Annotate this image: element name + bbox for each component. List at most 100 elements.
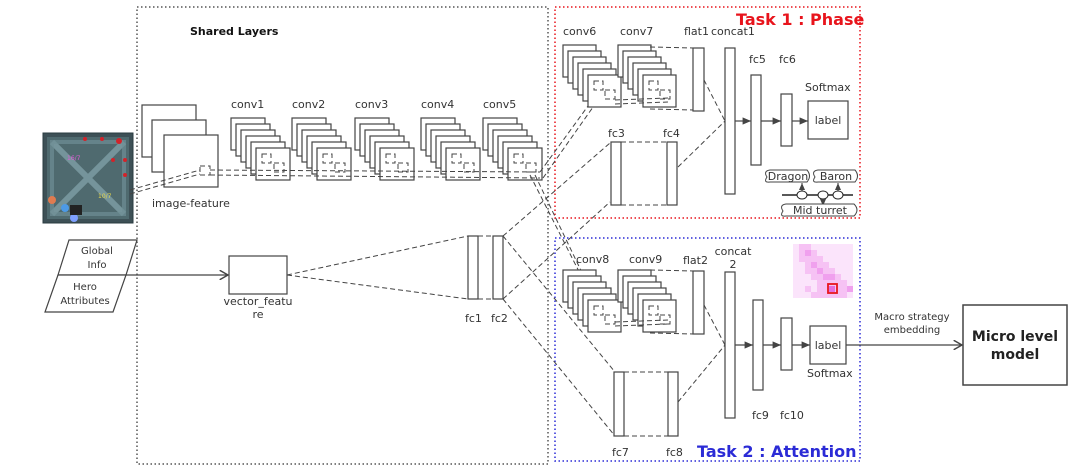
heatmap-cell <box>793 286 799 292</box>
fc4-label: fc4 <box>663 127 680 140</box>
task1-title: Task 1 : Phase <box>736 10 864 29</box>
conv9-label: conv9 <box>629 253 662 266</box>
conv4-label: conv4 <box>421 98 454 111</box>
conv7-label: conv7 <box>620 25 653 38</box>
heatmap-cell <box>817 274 823 280</box>
svg-text:10/7: 10/7 <box>98 193 112 200</box>
fc10-label: fc10 <box>780 409 804 422</box>
heatmap-cell <box>811 244 817 250</box>
fc8-layer <box>667 371 679 437</box>
heatmap-cell <box>805 280 811 286</box>
heatmap-cell <box>817 268 823 274</box>
concat2-label-line2: 2 <box>730 258 737 271</box>
heatmap-cell <box>805 256 811 262</box>
mid-turret-label: Mid turret <box>793 204 848 217</box>
heatmap-cell <box>811 274 817 280</box>
heatmap-cell <box>799 250 805 256</box>
heatmap-cell <box>793 250 799 256</box>
heatmap-cell <box>829 280 835 286</box>
heatmap-cell <box>841 274 847 280</box>
conv7-stack <box>617 44 677 108</box>
task1-label-box <box>807 100 849 140</box>
conv1-stack <box>230 117 291 181</box>
fc6-layer <box>780 93 793 147</box>
heatmap-cell <box>835 280 841 286</box>
svg-text:16/7: 16/7 <box>67 155 81 162</box>
heatmap-cell <box>805 262 811 268</box>
heatmap-cell <box>799 268 805 274</box>
heatmap-cell <box>799 256 805 262</box>
heatmap-cell <box>817 250 823 256</box>
fc2-layer <box>492 235 504 300</box>
heatmap-cell <box>835 268 841 274</box>
heatmap-cell <box>817 244 823 250</box>
heatmap-cell <box>847 292 853 298</box>
heatmap-cell <box>847 256 853 262</box>
heatmap-cell <box>811 286 817 292</box>
heatmap-cell <box>847 274 853 280</box>
hero-attributes-input: Hero Attributes <box>44 274 127 313</box>
concat2-label-line1: concat <box>715 245 753 258</box>
heatmap-cell <box>823 244 829 250</box>
heatmap-cell <box>829 274 835 280</box>
heatmap-cell <box>835 292 841 298</box>
heatmap-cell <box>829 268 835 274</box>
heatmap-cell <box>841 250 847 256</box>
conv3-label: conv3 <box>355 98 388 111</box>
heatmap-cell <box>847 280 853 286</box>
conv6-stack <box>562 44 622 108</box>
heatmap-cell <box>847 250 853 256</box>
heatmap-cell <box>805 274 811 280</box>
fc7-layer <box>613 371 625 437</box>
heatmap-cell <box>829 286 835 292</box>
heatmap-cell <box>841 286 847 292</box>
heatmap-cell <box>805 292 811 298</box>
heatmap-cell <box>817 286 823 292</box>
heatmap-cell <box>805 286 811 292</box>
conv1-label: conv1 <box>231 98 264 111</box>
heatmap-cell <box>841 292 847 298</box>
image-feature-stack <box>141 104 219 188</box>
phase-events-diagram <box>765 169 858 217</box>
shared-layers-region <box>136 6 549 465</box>
heatmap-cell <box>841 268 847 274</box>
heatmap-cell <box>829 292 835 298</box>
conv5-stack <box>482 117 543 181</box>
heatmap-cell <box>835 250 841 256</box>
micro-level-model-label-line1: Micro level <box>972 329 1058 345</box>
heatmap-cell <box>823 256 829 262</box>
fc6-label: fc6 <box>779 53 796 66</box>
conv6-label: conv6 <box>563 25 596 38</box>
conv5-label: conv5 <box>483 98 516 111</box>
heatmap-cell <box>835 286 841 292</box>
heatmap-cell <box>823 280 829 286</box>
fc3-label: fc3 <box>608 127 625 140</box>
flat1-layer <box>692 47 705 112</box>
macro-strategy-label-line1: Macro strategy <box>874 312 949 323</box>
heatmap-cell <box>805 244 811 250</box>
heatmap-cell <box>823 292 829 298</box>
heatmap-cell <box>793 256 799 262</box>
minimap-image: 16/7 10/7 <box>42 132 134 224</box>
heatmap-cell <box>793 244 799 250</box>
fc9-label: fc9 <box>752 409 769 422</box>
heatmap-cell <box>805 250 811 256</box>
heatmap-cell <box>817 292 823 298</box>
heatmap-cell <box>811 292 817 298</box>
global-info-input: Global Info <box>57 239 138 276</box>
task1-softmax-label: Softmax <box>805 81 851 94</box>
flat2-label: flat2 <box>683 254 708 267</box>
fc7-label: fc7 <box>612 446 629 459</box>
heatmap-cell <box>811 268 817 274</box>
heatmap-cell <box>823 262 829 268</box>
heatmap-cell <box>823 250 829 256</box>
heatmap-cell <box>847 244 853 250</box>
macro-strategy-label-line2: embedding <box>884 325 941 336</box>
task2-label-box <box>809 325 847 365</box>
task1-region <box>554 6 861 219</box>
heatmap-cell <box>829 250 835 256</box>
heatmap-cell <box>847 286 853 292</box>
heatmap-cell <box>823 268 829 274</box>
task2-label-text: label <box>815 339 842 352</box>
concat2-layer <box>724 271 736 419</box>
